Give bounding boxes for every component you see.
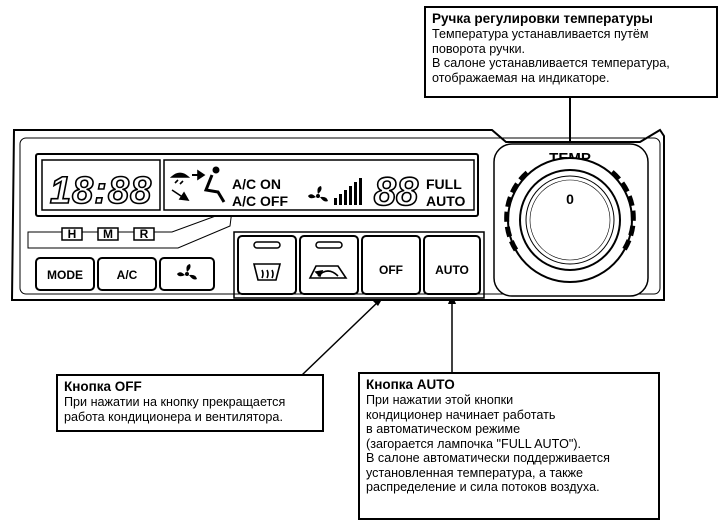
fan-speed-bars: [334, 178, 362, 205]
temp-knob-callout-title: Ручка регулировки температуры: [432, 11, 653, 26]
fan-button[interactable]: [159, 257, 215, 291]
ac-on-indicator: A/C ON: [232, 176, 281, 192]
recirculation-icon: [308, 265, 348, 279]
temp-knob-callout-line: В салоне устанавливается температура,: [432, 56, 670, 70]
seated-person-icon: [203, 166, 226, 203]
hot-scale-arc: [610, 170, 636, 252]
clock-reset-button[interactable]: R: [133, 227, 155, 241]
ac-button-label: A/C: [117, 268, 138, 282]
defrost-indicator-lamp: [253, 241, 281, 249]
foot-airflow-icon: [171, 189, 190, 201]
auto-button-label: AUTO: [435, 263, 469, 277]
temp-knob-callout-line: Температура устанавливается путём: [432, 27, 649, 41]
auto-button-callout-line: распределение и сила потоков воздуха.: [366, 480, 600, 494]
mode-button-label: MODE: [47, 268, 83, 282]
clock-hour-button[interactable]: H: [61, 227, 83, 241]
clock-hour-label: H: [68, 227, 77, 241]
cold-scale-arc: [504, 170, 530, 252]
off-button-callout-title: Кнопка OFF: [64, 379, 142, 394]
auto-button-callout-title: Кнопка AUTO: [366, 377, 455, 392]
button-cluster-bezel: [233, 231, 485, 299]
off-button-callout-line: работа кондиционера и вентилятора.: [64, 409, 283, 424]
ac-off-indicator: A/C OFF: [232, 193, 288, 209]
auto-button-callout-line: (загорается лампочка "FULL AUTO").: [366, 436, 582, 451]
recirculation-indicator-lamp: [315, 241, 343, 249]
mode-button[interactable]: MODE: [35, 257, 95, 291]
off-button-callout: Кнопка OFF При нажатии на кнопку прекращ…: [56, 374, 324, 432]
auto-button-callout-line: установленная температура, а также: [366, 465, 584, 480]
auto-button[interactable]: AUTO: [423, 235, 481, 295]
rear-defrost-icon: [252, 263, 282, 281]
temp-knob-callout-line: поворота ручки.: [432, 41, 526, 56]
lcd-display: 18:88 A/C ON A/C OFF: [35, 153, 479, 217]
knob-mark: 0: [566, 191, 574, 207]
temp-knob-callout-line: отображаемая на индикаторе.: [432, 70, 610, 85]
off-button[interactable]: OFF: [361, 235, 421, 295]
ac-button[interactable]: A/C: [97, 257, 157, 291]
temperature-knob-assembly: TEMP: [493, 143, 649, 297]
recirculation-button[interactable]: [299, 235, 359, 295]
defrost-button[interactable]: [237, 235, 297, 295]
auto-indicator: AUTO: [426, 193, 466, 209]
auto-button-callout-line: В салоне автоматически поддерживается: [366, 451, 610, 465]
windshield-airflow-icon: [169, 169, 206, 185]
off-button-leader: [301, 299, 381, 376]
clock-digits: 18:88: [50, 170, 152, 212]
auto-button-callout-line: в автоматическом режиме: [366, 422, 521, 436]
full-indicator: FULL: [426, 176, 462, 192]
clock-reset-label: R: [140, 227, 149, 241]
auto-button-callout-line: кондиционер начинает работать: [366, 407, 556, 422]
fan-button-icon: [177, 264, 197, 280]
temperature-digits: 88: [374, 170, 419, 214]
off-button-callout-line: При нажатии на кнопку прекращается: [64, 395, 286, 409]
clock-minute-button[interactable]: M: [97, 227, 119, 241]
off-button-label: OFF: [379, 263, 403, 277]
climate-window: [163, 159, 475, 211]
clock-minute-label: M: [103, 227, 113, 241]
clock-window: [41, 159, 161, 211]
auto-button-callout: Кнопка AUTO При нажатии этой кнопки конд…: [358, 372, 660, 520]
fan-icon: [308, 186, 328, 202]
auto-button-callout-line: При нажатии этой кнопки: [366, 393, 514, 407]
temp-knob-callout: Ручка регулировки температуры Температур…: [424, 6, 718, 98]
temperature-knob[interactable]: 0: [529, 179, 611, 261]
